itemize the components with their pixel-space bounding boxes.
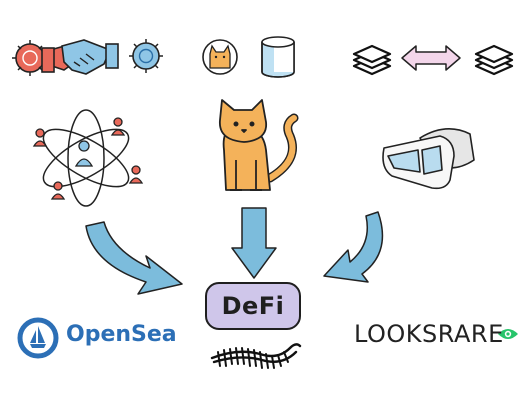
cat-icon (219, 99, 299, 191)
arrow-down-icon (231, 207, 277, 279)
looksrare-eye-icon (498, 329, 518, 339)
arrow-right-icon (323, 211, 384, 283)
coin-icon (129, 39, 163, 73)
layers-icon (474, 44, 514, 76)
cat-nft-icon (202, 39, 238, 75)
opensea-logo-icon (17, 317, 59, 359)
defi-hub: DeFi (205, 282, 301, 330)
arrow-left-icon (85, 221, 183, 295)
double-arrow-icon (401, 45, 461, 71)
handshake-icon (41, 39, 119, 75)
worm-scribble-icon (210, 343, 302, 369)
defi-label: DeFi (221, 292, 285, 320)
database-cylinder-icon (261, 36, 295, 78)
layers-icon (352, 44, 392, 76)
looksrare-wordmark: LOOKSRARE (354, 320, 504, 348)
atom-people-network-icon (32, 109, 144, 207)
vr-headset-icon (382, 128, 475, 190)
opensea-wordmark: OpenSea (66, 322, 177, 347)
